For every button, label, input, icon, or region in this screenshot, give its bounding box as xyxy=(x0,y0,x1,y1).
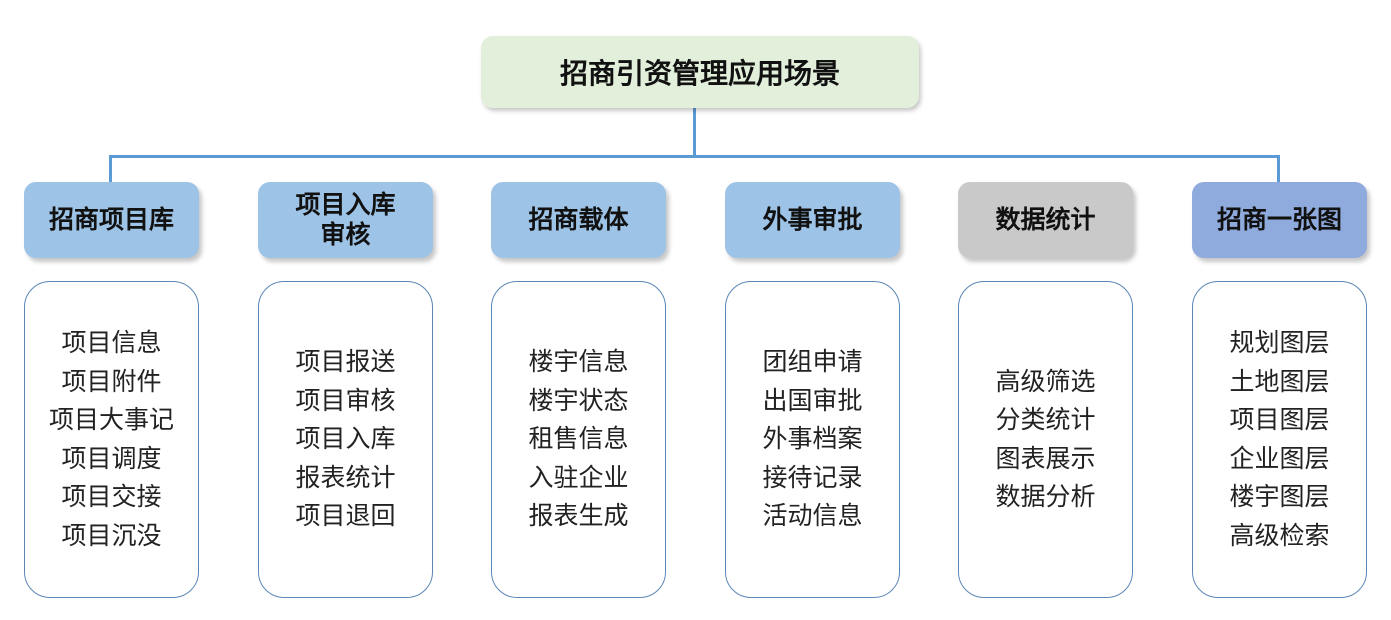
root-node: 招商引资管理应用场景 xyxy=(481,36,919,108)
list-item: 外事档案 xyxy=(762,424,863,454)
category-box-investment-map: 招商一张图 xyxy=(1192,182,1367,258)
category-title: 招商一张图 xyxy=(1216,205,1342,234)
list-item: 入驻企业 xyxy=(528,462,629,492)
detail-box-investment-map: 规划图层 土地图层 项目图层 企业图层 楼宇图层 高级检索 xyxy=(1192,281,1367,598)
list-item: 项目图层 xyxy=(1229,405,1330,434)
list-item: 规划图层 xyxy=(1229,328,1330,357)
list-item: 项目调度 xyxy=(61,443,162,473)
list-item: 图表展示 xyxy=(995,443,1096,473)
list-item: 项目信息 xyxy=(61,328,162,357)
category-box-project-library: 招商项目库 xyxy=(24,182,199,258)
root-connector xyxy=(693,108,696,156)
list-item: 高级筛选 xyxy=(995,366,1096,396)
horizontal-connector xyxy=(109,155,1280,158)
list-item: 项目附件 xyxy=(61,366,162,396)
list-item: 项目入库 xyxy=(295,424,396,454)
root-title: 招商引资管理应用场景 xyxy=(559,57,840,90)
list-item: 项目报送 xyxy=(295,347,396,377)
category-title: 外事审批 xyxy=(762,205,863,234)
detail-box-project-review: 项目报送 项目审核 项目入库 报表统计 项目退回 xyxy=(258,281,433,598)
category-box-project-review: 项目入库审核 xyxy=(258,182,433,258)
list-item: 接待记录 xyxy=(762,462,863,492)
category-title: 数据统计 xyxy=(995,205,1096,234)
detail-box-project-library: 项目信息 项目附件 项目大事记 项目调度 项目交接 项目沉没 xyxy=(24,281,199,598)
detail-box-data-statistics: 高级筛选 分类统计 图表展示 数据分析 xyxy=(958,281,1133,598)
detail-box-foreign-affairs: 团组申请 出国审批 外事档案 接待记录 活动信息 xyxy=(725,281,900,598)
category-title: 项目入库审核 xyxy=(295,190,396,249)
category-box-investment-carrier: 招商载体 xyxy=(491,182,666,258)
branch-connector-1 xyxy=(109,155,112,183)
list-item: 分类统计 xyxy=(995,405,1096,434)
list-item: 项目交接 xyxy=(61,482,162,511)
category-box-foreign-affairs: 外事审批 xyxy=(725,182,900,258)
list-item: 土地图层 xyxy=(1229,366,1330,396)
list-item: 楼宇状态 xyxy=(528,385,629,415)
list-item: 企业图层 xyxy=(1229,443,1330,473)
list-item: 数据分析 xyxy=(995,482,1096,511)
list-item: 活动信息 xyxy=(762,501,863,531)
detail-box-investment-carrier: 楼宇信息 楼宇状态 租售信息 入驻企业 报表生成 xyxy=(491,281,666,598)
list-item: 报表生成 xyxy=(528,501,629,531)
list-item: 报表统计 xyxy=(295,462,396,492)
list-item: 团组申请 xyxy=(762,347,863,377)
list-item: 楼宇图层 xyxy=(1229,482,1330,511)
category-title: 招商载体 xyxy=(528,205,629,234)
list-item: 项目大事记 xyxy=(48,405,174,434)
category-title: 招商项目库 xyxy=(48,205,174,234)
list-item: 项目审核 xyxy=(295,385,396,415)
branch-connector-6 xyxy=(1277,155,1280,183)
list-item: 高级检索 xyxy=(1229,520,1330,550)
list-item: 租售信息 xyxy=(528,424,629,454)
category-box-data-statistics: 数据统计 xyxy=(958,182,1133,258)
list-item: 项目退回 xyxy=(295,501,396,531)
list-item: 楼宇信息 xyxy=(528,347,629,377)
list-item: 出国审批 xyxy=(762,385,863,415)
list-item: 项目沉没 xyxy=(61,520,162,550)
